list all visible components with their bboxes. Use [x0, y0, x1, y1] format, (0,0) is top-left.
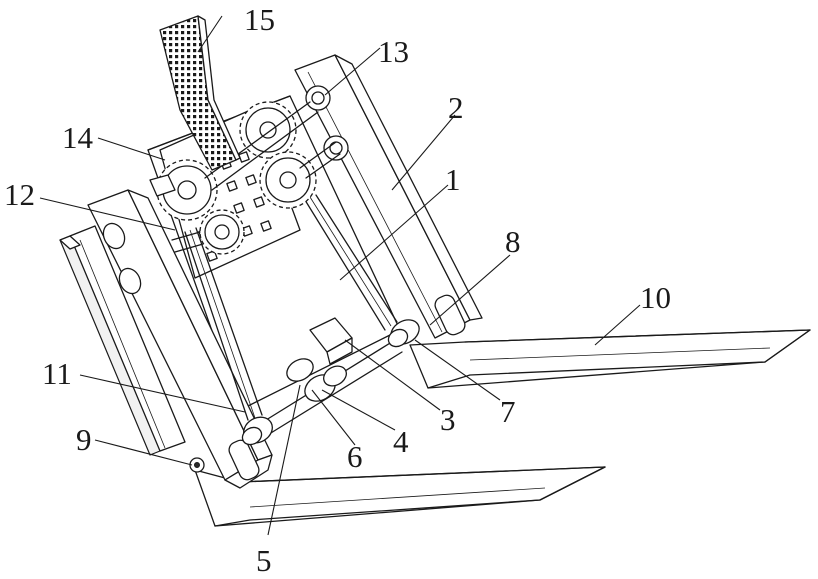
label-14: 14 — [62, 120, 94, 155]
label-8: 8 — [505, 224, 521, 259]
gear-right-upper — [240, 102, 296, 158]
gear-left-lower — [200, 210, 244, 254]
label-2: 2 — [448, 90, 464, 125]
label-13: 13 — [378, 34, 409, 69]
label-7: 7 — [500, 394, 516, 429]
label-11: 11 — [42, 356, 72, 391]
label-12: 12 — [4, 177, 35, 212]
label-15: 15 — [244, 2, 275, 37]
label-10: 10 — [640, 280, 671, 315]
label-4: 4 — [393, 424, 409, 459]
label-9: 9 — [76, 422, 92, 457]
label-5: 5 — [256, 543, 272, 578]
label-3: 3 — [440, 402, 456, 437]
label-1: 1 — [445, 162, 461, 197]
fastener-bolt — [190, 458, 204, 472]
label-6: 6 — [347, 439, 363, 474]
gear-right-lower — [260, 152, 316, 208]
